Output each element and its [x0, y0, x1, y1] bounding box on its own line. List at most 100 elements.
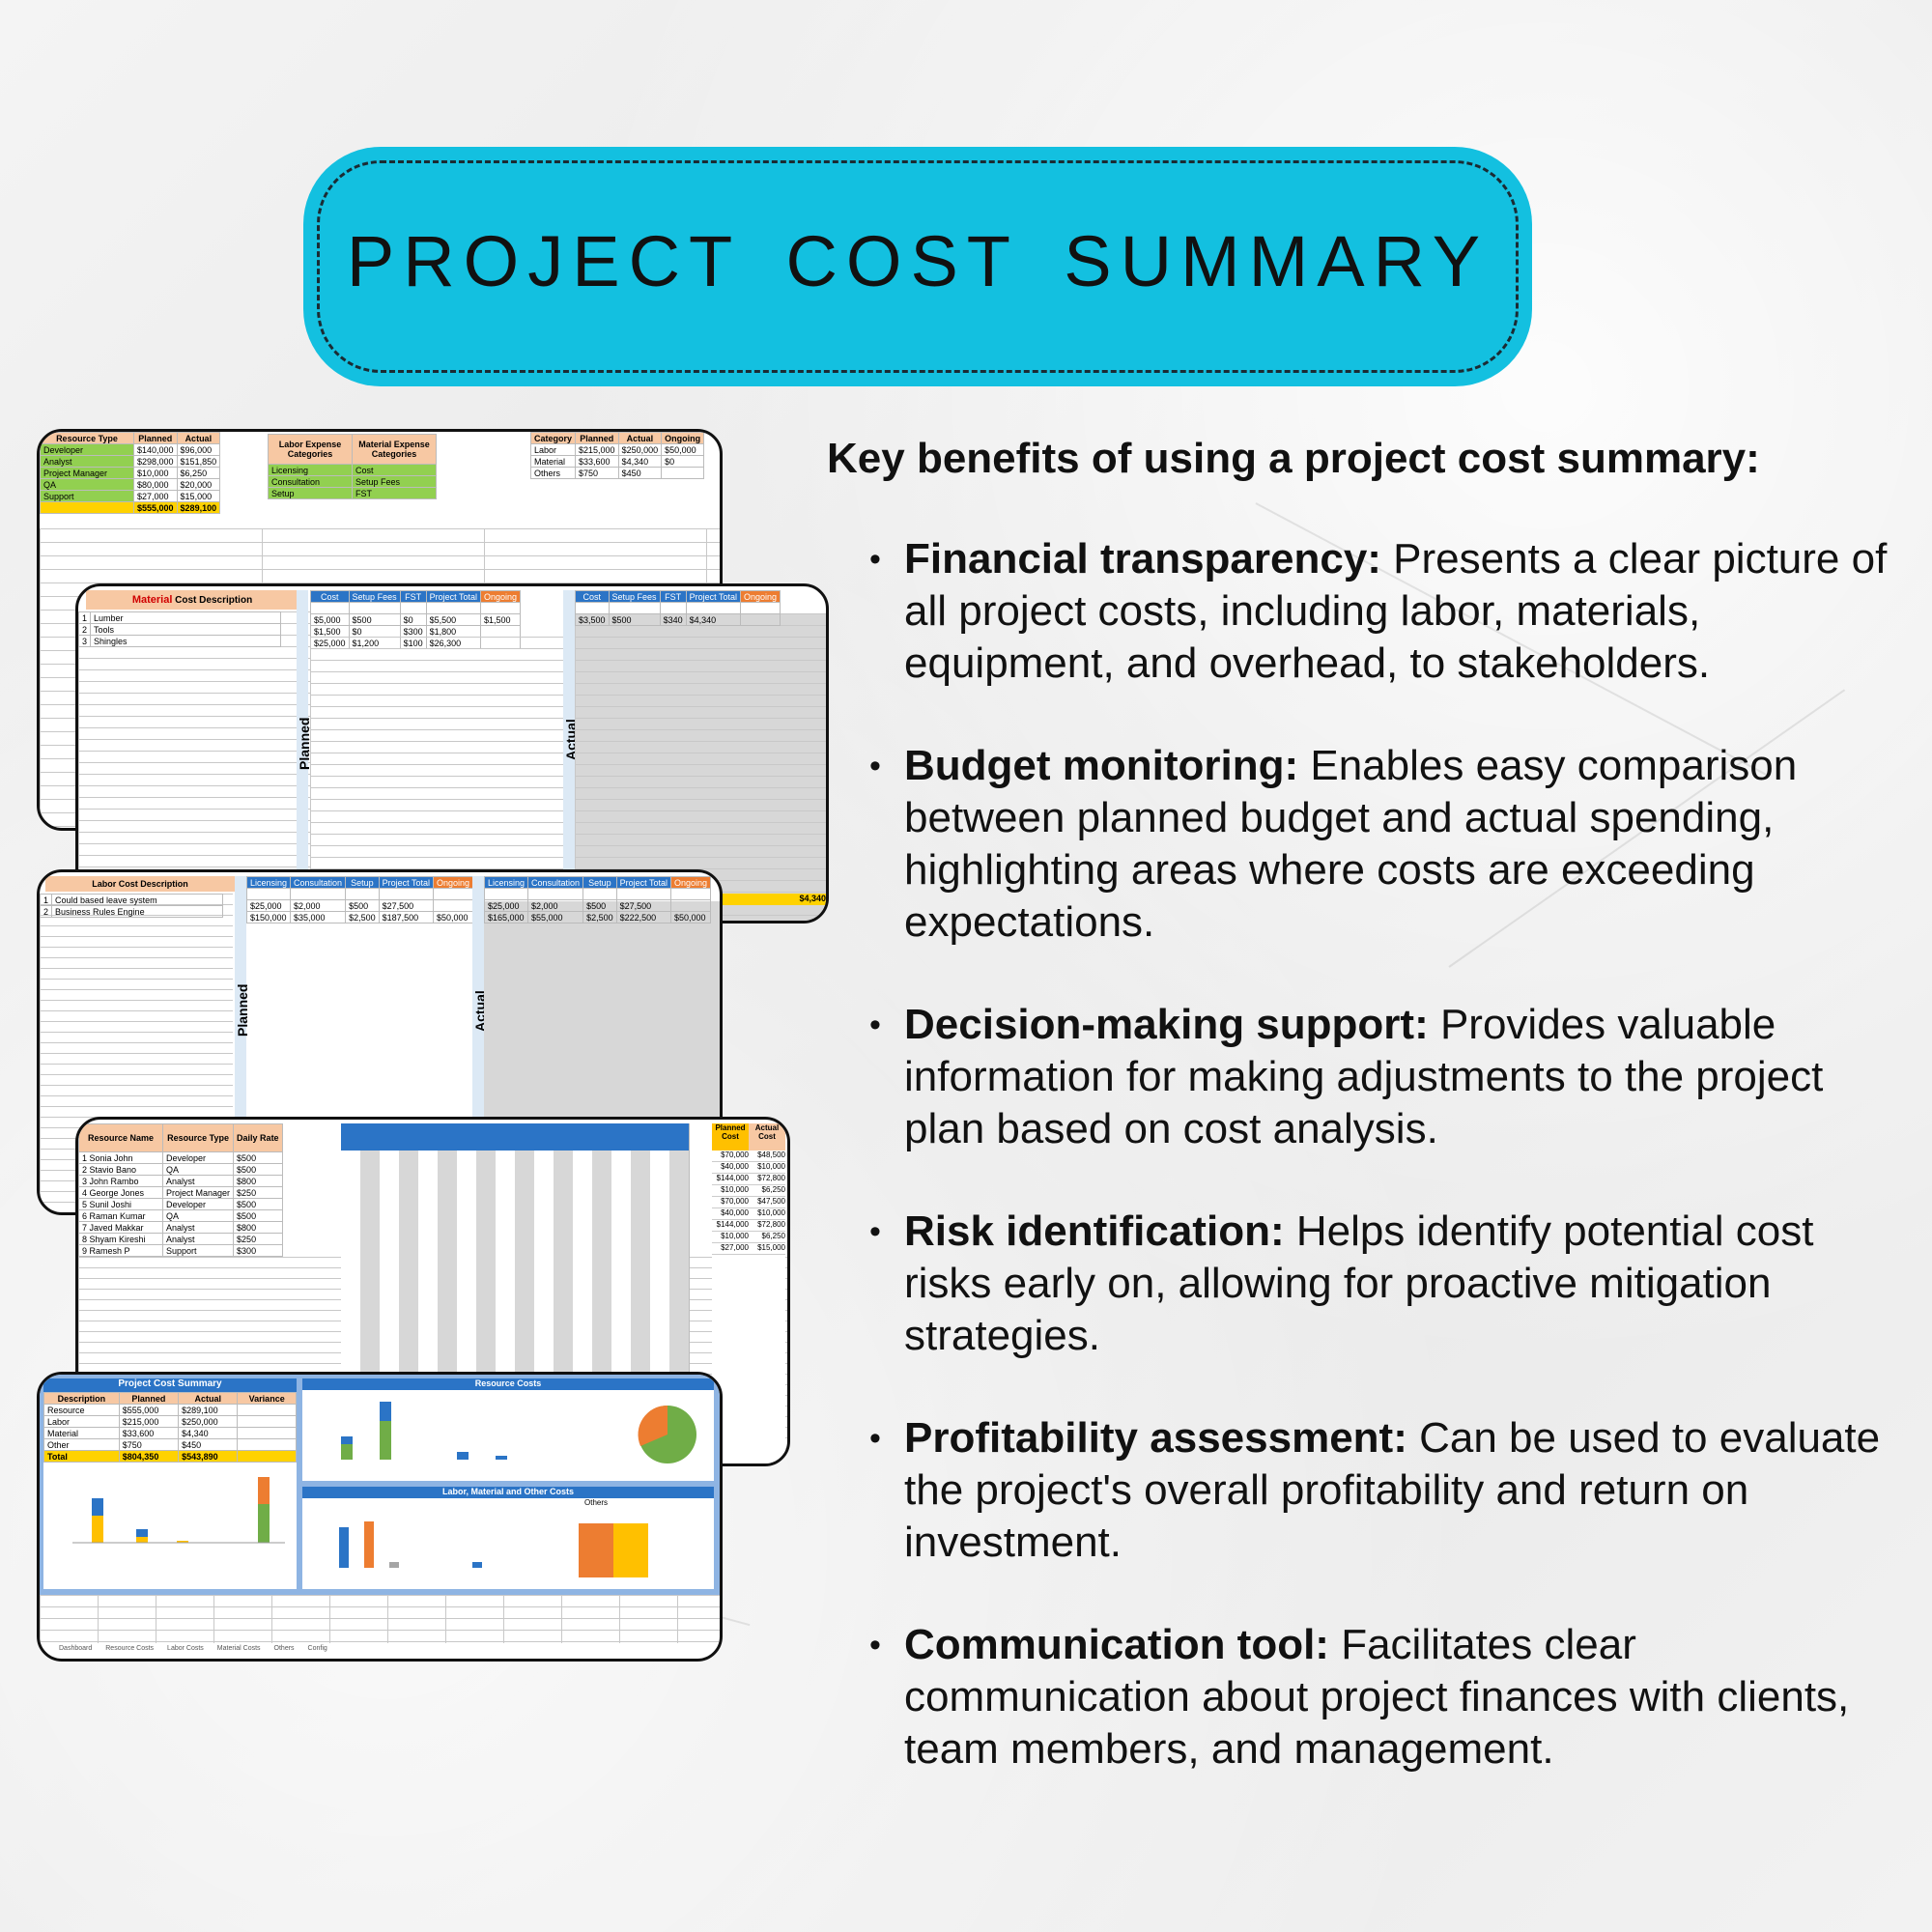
table-cell: $450 [617, 467, 663, 479]
benefit-text: Facilitates clear communication about pr… [904, 1621, 1850, 1773]
table-cell: Planned [575, 432, 619, 444]
bar-resource-actual [92, 1498, 103, 1516]
table-cell [479, 602, 522, 614]
benefit-text: Enables easy comparison between planned … [904, 742, 1798, 946]
table-cell: Consultation [290, 876, 347, 889]
actual-cost-cell: $6,250 [749, 1232, 785, 1243]
sheet-tab[interactable]: Dashboard [59, 1645, 93, 1652]
table-cell: Project Total [685, 590, 741, 603]
table-cell: Planned [133, 432, 178, 444]
table-cell: Ongoing [432, 876, 474, 889]
sheet-tab[interactable]: Resource Costs [105, 1645, 155, 1652]
table-cell [237, 1450, 297, 1463]
page-title: PROJECT COST SUMMARY [346, 221, 1490, 301]
table-cell: $33,600 [118, 1427, 180, 1439]
labor-sheet-title: Labor Cost Description [45, 876, 235, 892]
lmo-costs-chart [339, 1521, 648, 1577]
table-row: Material$33,600$4,340 [43, 1427, 297, 1439]
table-cell [432, 888, 474, 900]
planned-side-label: Planned [235, 983, 250, 1037]
bar-labor-ongoing [389, 1562, 399, 1568]
planned-band [297, 590, 308, 919]
table-cell: Cost [352, 464, 437, 476]
table-cell: $15,000 [176, 490, 221, 502]
table-cell [661, 467, 705, 479]
table-cell: $500 [233, 1163, 283, 1176]
table-cell: QA [40, 478, 134, 491]
material-title-red: Material [131, 594, 173, 606]
table-cell: Consultation [527, 876, 584, 889]
planned-cost-cell: $10,000 [712, 1185, 749, 1197]
bar-resource-planned [92, 1516, 103, 1543]
table-cell: $2,500 [582, 911, 617, 923]
benefit-text: Presents a clear picture of all project … [904, 535, 1888, 687]
table-cell: $50,000 [669, 911, 712, 923]
table-cell: $0 [661, 455, 705, 468]
table-cell: $500 [345, 899, 380, 912]
pie-slice-actual [638, 1405, 668, 1446]
benefit-item: Communication tool: Facilitates clear co… [869, 1619, 1899, 1776]
benefit-item: Decision-making support: Provides valuab… [869, 999, 1899, 1155]
month-header [515, 1123, 534, 1151]
table-cell [432, 899, 474, 912]
table-cell: $300 [233, 1244, 283, 1257]
table-cell: 5 Sunil Joshi [78, 1198, 163, 1210]
table-cell: Project Manager [40, 467, 134, 479]
table-cell: Ongoing [661, 432, 705, 444]
month-header [380, 1123, 399, 1151]
sheet-tab[interactable]: Others [273, 1645, 295, 1652]
table-cell [669, 888, 712, 900]
table-cell: Setup Fees [608, 590, 661, 603]
actual-cost-cell: $48,500 [749, 1151, 785, 1162]
table-cell [348, 602, 401, 614]
table-cell: Setup [268, 487, 353, 499]
table-cell: Material [43, 1427, 120, 1439]
planned-cost-cell: $10,000 [712, 1232, 749, 1243]
table-cell: Actual [178, 1392, 239, 1405]
table-cell: Project Manager [161, 1186, 235, 1199]
table-cell: $340 [659, 613, 687, 626]
table-row: Support$27,000$15,000 [40, 490, 221, 502]
title-banner: PROJECT COST SUMMARY [303, 147, 1532, 386]
sheet-tab[interactable]: Labor Costs [167, 1645, 204, 1652]
table-cell: $2,000 [290, 899, 347, 912]
sheet-tab[interactable]: Material Costs [216, 1645, 261, 1652]
table-row: $3,500$500$340$4,340 [575, 613, 781, 626]
month-header [360, 1123, 380, 1151]
table-row: $1,500$0$300$1,800 [310, 625, 522, 638]
table-cell: $50,000 [661, 443, 705, 456]
table-cell: $50,000 [432, 911, 474, 923]
table-cell [40, 501, 134, 514]
spacer-row [483, 888, 712, 900]
table-cell: Others [529, 467, 577, 479]
table-cell: $20,000 [176, 478, 221, 491]
table-cell: $151,850 [176, 455, 221, 468]
table-cell: $140,000 [133, 443, 178, 456]
table-cell: $5,500 [425, 613, 481, 626]
table-cell: $250,000 [178, 1415, 239, 1428]
table-cell: $800 [233, 1221, 283, 1234]
table-cell: Project Total [378, 876, 434, 889]
table-cell: Licensing [245, 876, 292, 889]
table-cell: $250 [233, 1186, 283, 1199]
table-cell: QA [161, 1163, 235, 1176]
table-cell: Setup [582, 876, 617, 889]
table-cell: Setup [345, 876, 380, 889]
month-header [611, 1123, 631, 1151]
table-cell [582, 888, 617, 900]
table-cell: Actual [176, 432, 221, 444]
total-row: Total$804,350$543,890 [43, 1450, 297, 1463]
table-cell [608, 602, 661, 614]
bar-support [496, 1456, 507, 1460]
actual-cost-column: Actual Cost$48,500$10,000$72,800$6,250$4… [749, 1123, 785, 1463]
sheet-tab[interactable]: Config [307, 1645, 327, 1652]
bar-qa [457, 1452, 469, 1460]
table-cell: $750 [575, 467, 619, 479]
